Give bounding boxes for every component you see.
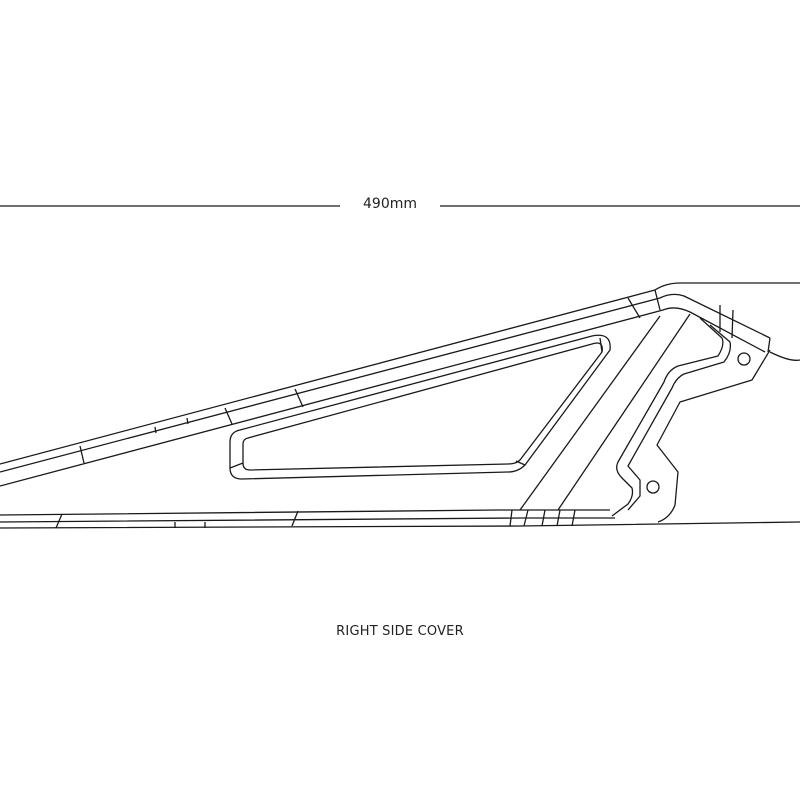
- triangular-cutout: [229, 334, 611, 480]
- dimension-label: 490mm: [340, 196, 440, 212]
- mounting-bracket: [611, 317, 800, 523]
- mounting-hole-lower: [646, 480, 660, 494]
- drawing-caption: RIGHT SIDE COVER: [336, 624, 464, 639]
- cover-bottom-edge: [0, 509, 800, 529]
- cover-top-edge: [0, 282, 800, 487]
- mounting-hole-upper: [737, 352, 751, 366]
- diagonal-struts: [519, 313, 691, 511]
